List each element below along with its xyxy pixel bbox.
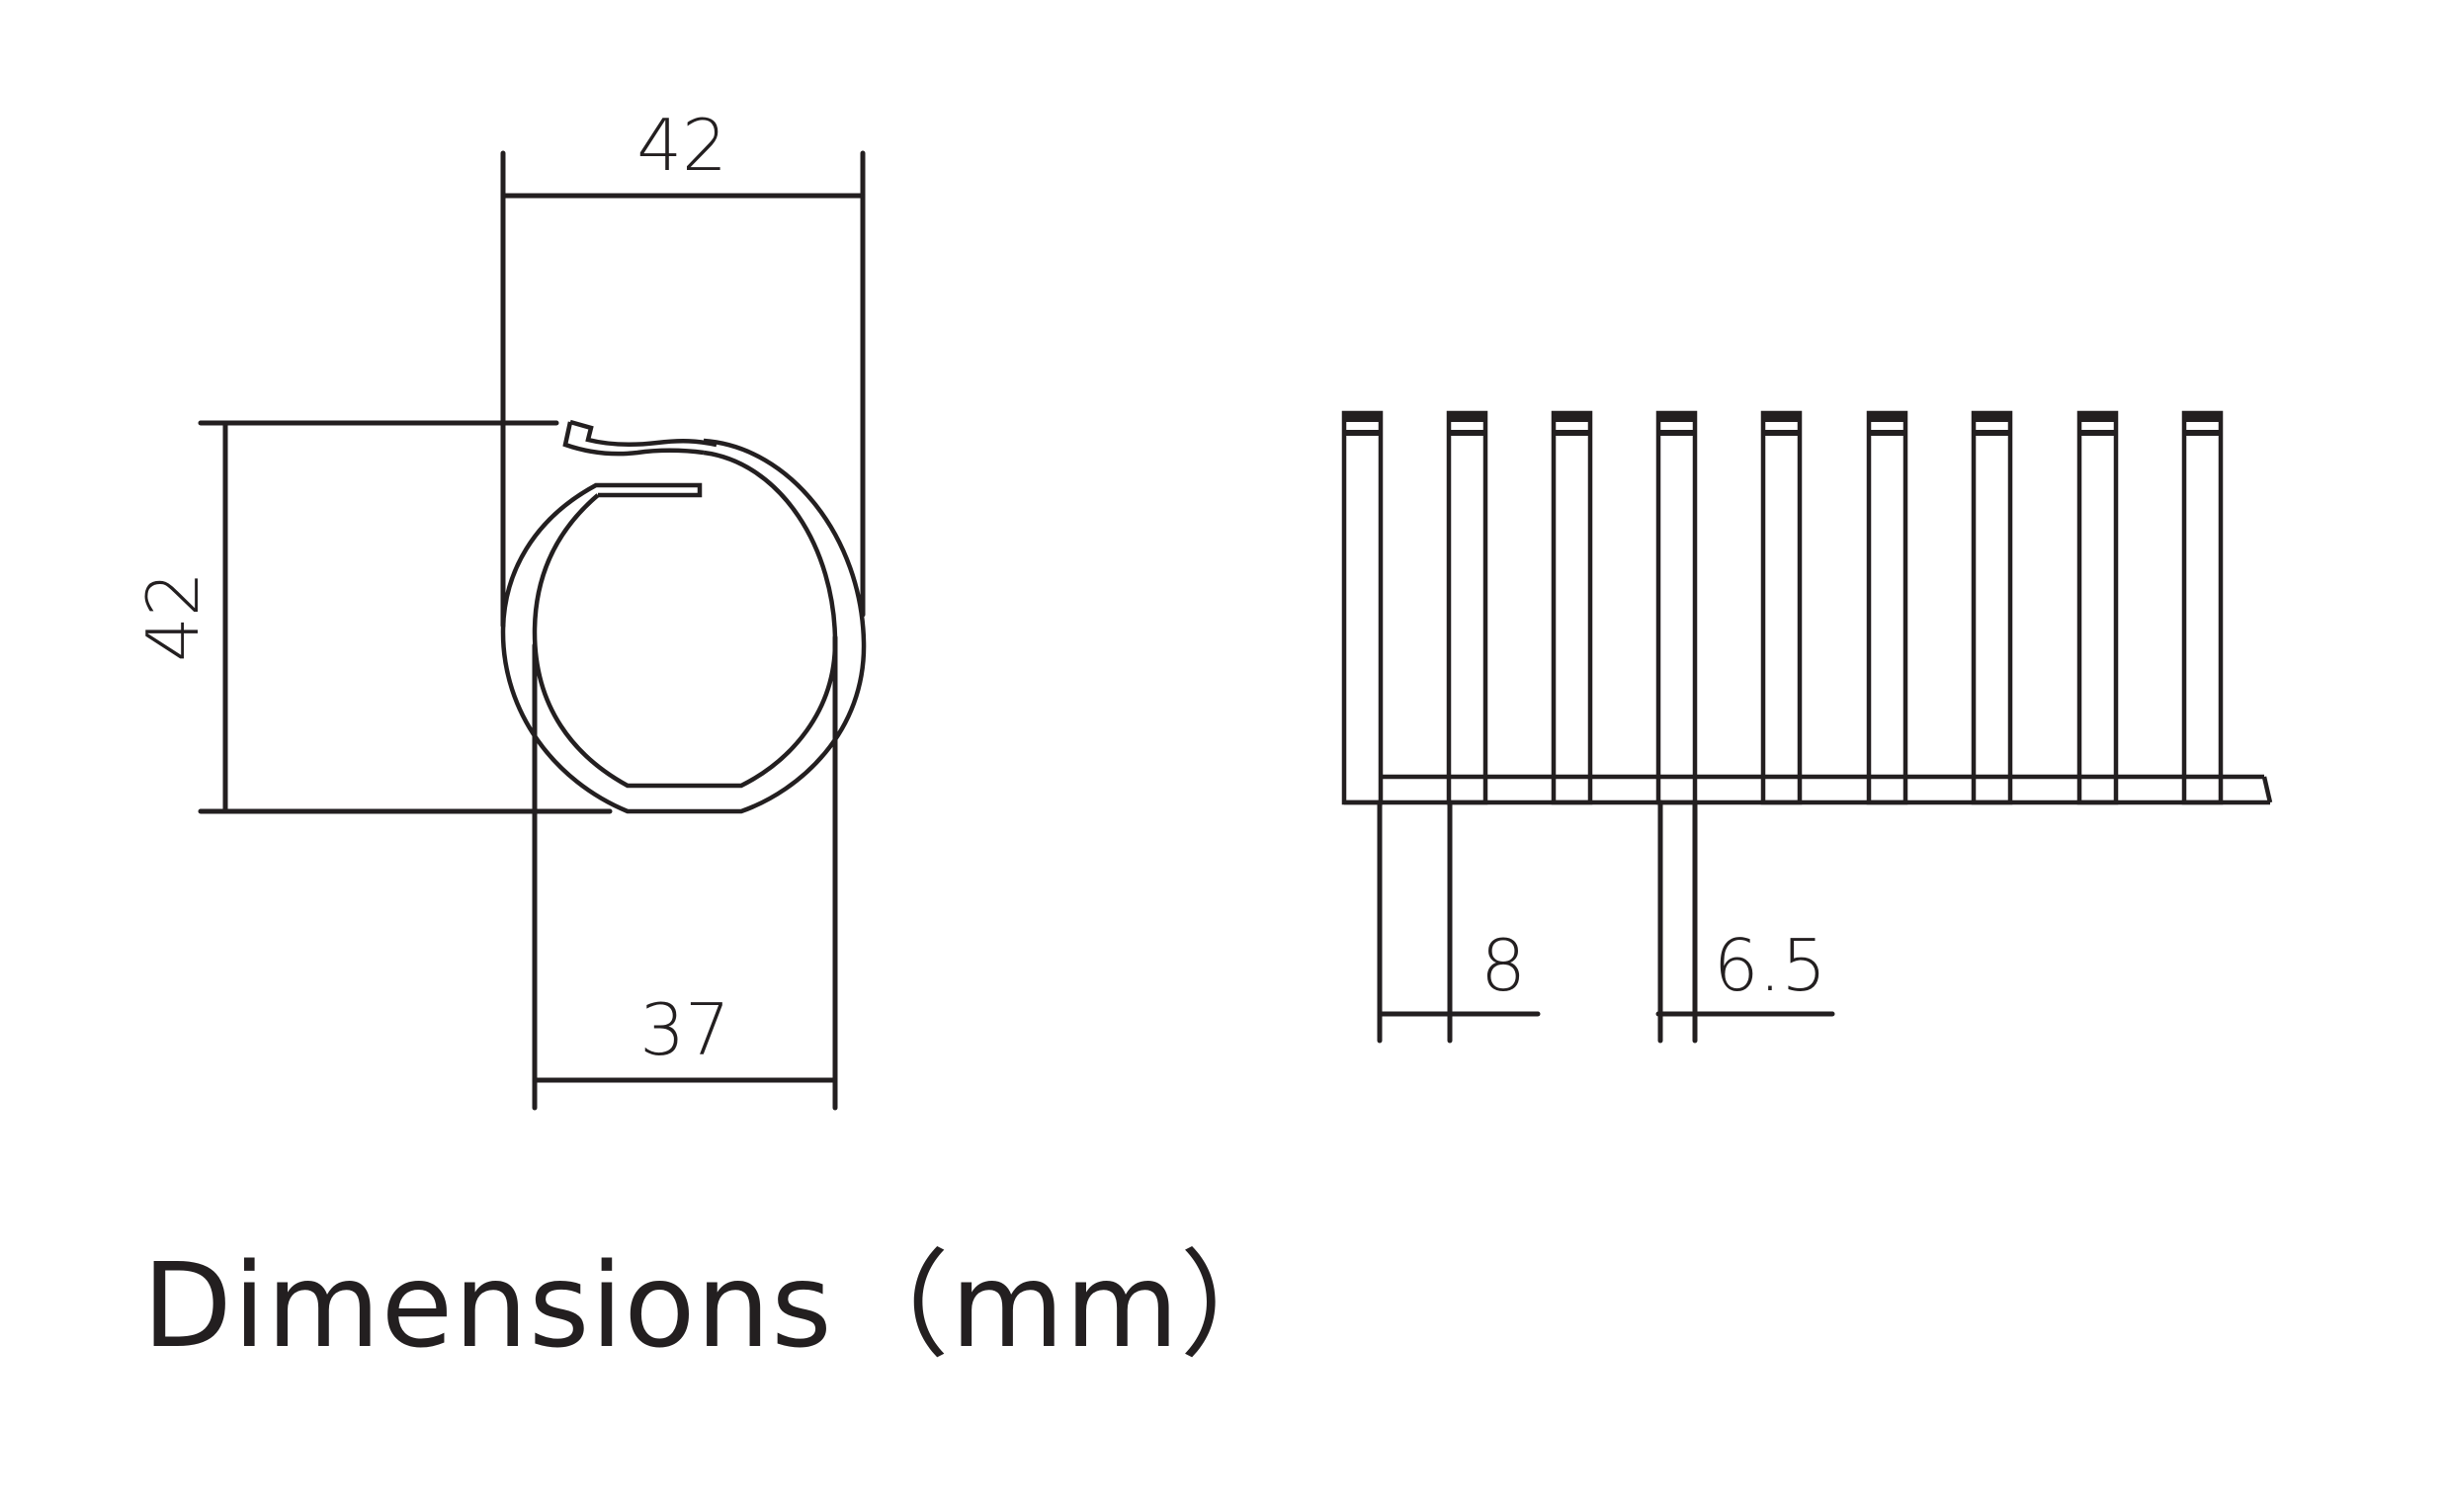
dimension-label-inner-width: 37 <box>639 988 730 1071</box>
tooth-4 <box>1655 410 1698 805</box>
tooth-3 <box>1551 410 1593 805</box>
front-view: 42 42 37 <box>131 104 867 1111</box>
tooth-2 <box>1446 410 1488 805</box>
tooth-5 <box>1760 410 1803 805</box>
tooth-6 <box>1866 410 1908 805</box>
spine-teeth <box>1341 410 2224 805</box>
caption-unit: mm <box>950 1237 1180 1374</box>
dimension-pitch: 8 <box>1377 799 1541 1044</box>
ring-hook-inner <box>569 419 718 448</box>
caption-label: Dimensions <box>142 1237 833 1374</box>
tooth-8 <box>2076 410 2119 805</box>
spine-base <box>1344 774 2273 805</box>
ring-profile <box>500 419 867 814</box>
base-end <box>2261 776 2273 803</box>
dimension-label-outer-height: 42 <box>131 571 214 662</box>
dimension-label-tooth-width: 6.5 <box>1714 924 1827 1007</box>
dimension-outer-height: 42 <box>131 420 613 814</box>
dimension-outer-width: 42 <box>500 104 866 629</box>
caption-paren-close: ） <box>1179 1237 1298 1374</box>
dimension-label-pitch: 8 <box>1480 924 1526 1007</box>
dimension-inner-width: 37 <box>532 634 838 1111</box>
ring-hook-outer <box>562 421 705 457</box>
dimension-label-outer-width: 42 <box>636 104 727 187</box>
ring-inner-contour <box>532 450 838 789</box>
side-view: 8 6.5 <box>1341 410 2273 1044</box>
caption-paren-open: （ <box>832 1237 951 1374</box>
tooth-1 <box>1341 410 1384 805</box>
ring-outer-contour <box>500 438 867 814</box>
tooth-7 <box>1971 410 2013 805</box>
caption-title: Dimensions（mm） <box>142 1247 1298 1364</box>
dimension-tooth-width: 6.5 <box>1655 799 1835 1044</box>
tooth-9 <box>2181 410 2224 805</box>
